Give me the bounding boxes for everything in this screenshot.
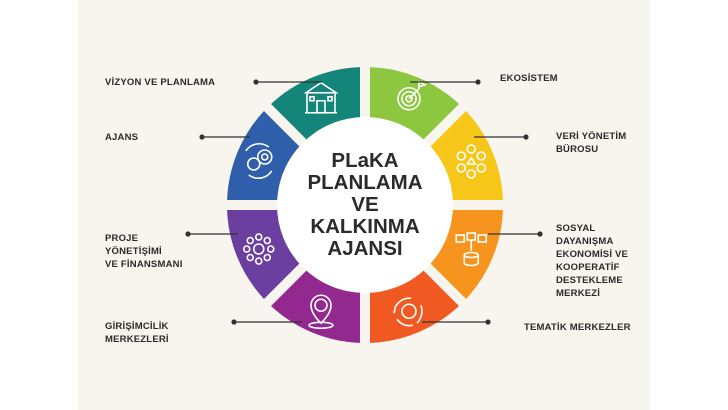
hub-network-icon [242,233,275,265]
hands-together-icon [393,297,423,327]
label-vizyon-ve-planlama: VİZYON VE PLANLAMA [105,77,216,88]
title-line: KALKINMA [310,215,420,238]
label-sosyal-dayanisma: SOSYAL DAYANIŞMA EKONOMİSİ VE KOOPERATİF… [556,223,629,299]
connector-vizyon [253,79,322,85]
connector-veri [474,134,529,140]
title-line: AJANSI [327,237,403,260]
connector-tematik [422,319,491,325]
title-line: VE [351,193,379,216]
data-folders-icon [455,232,488,267]
label-veri-yonetim-burosu: VERİ YÖNETİM BÜROSU [556,131,627,155]
title-line: PLaKA [331,149,399,172]
connector-sosyal [488,231,543,237]
connector-ajans [199,134,250,140]
connector-girisimcilik [231,319,302,325]
label-girisimcilik-merkezleri: GİRİŞİMCİLİK MERKEZLERİ [105,321,169,345]
location-pin-icon [308,294,334,330]
network-people-icon [456,144,487,179]
label-ekosistem: EKOSİSTEM [500,73,558,84]
label-proje-yonetisimi: PROJE YÖNETİŞİMİ VE FİNANSMANI [105,233,183,270]
center-circle [277,117,453,293]
target-flag-icon [397,80,428,111]
gears-icon [245,142,273,179]
label-ajans: AJANS [105,132,139,143]
agency-title: PLaKA PLANLAMA VE KALKINMA AJANSI [285,150,445,260]
connector-ekosistem [410,79,481,85]
title-line: PLANLAMA [307,171,423,194]
building-icon [303,81,339,114]
label-tematik-merkezler: TEMATİK MERKEZLER [524,322,631,333]
connector-proje [185,231,238,237]
